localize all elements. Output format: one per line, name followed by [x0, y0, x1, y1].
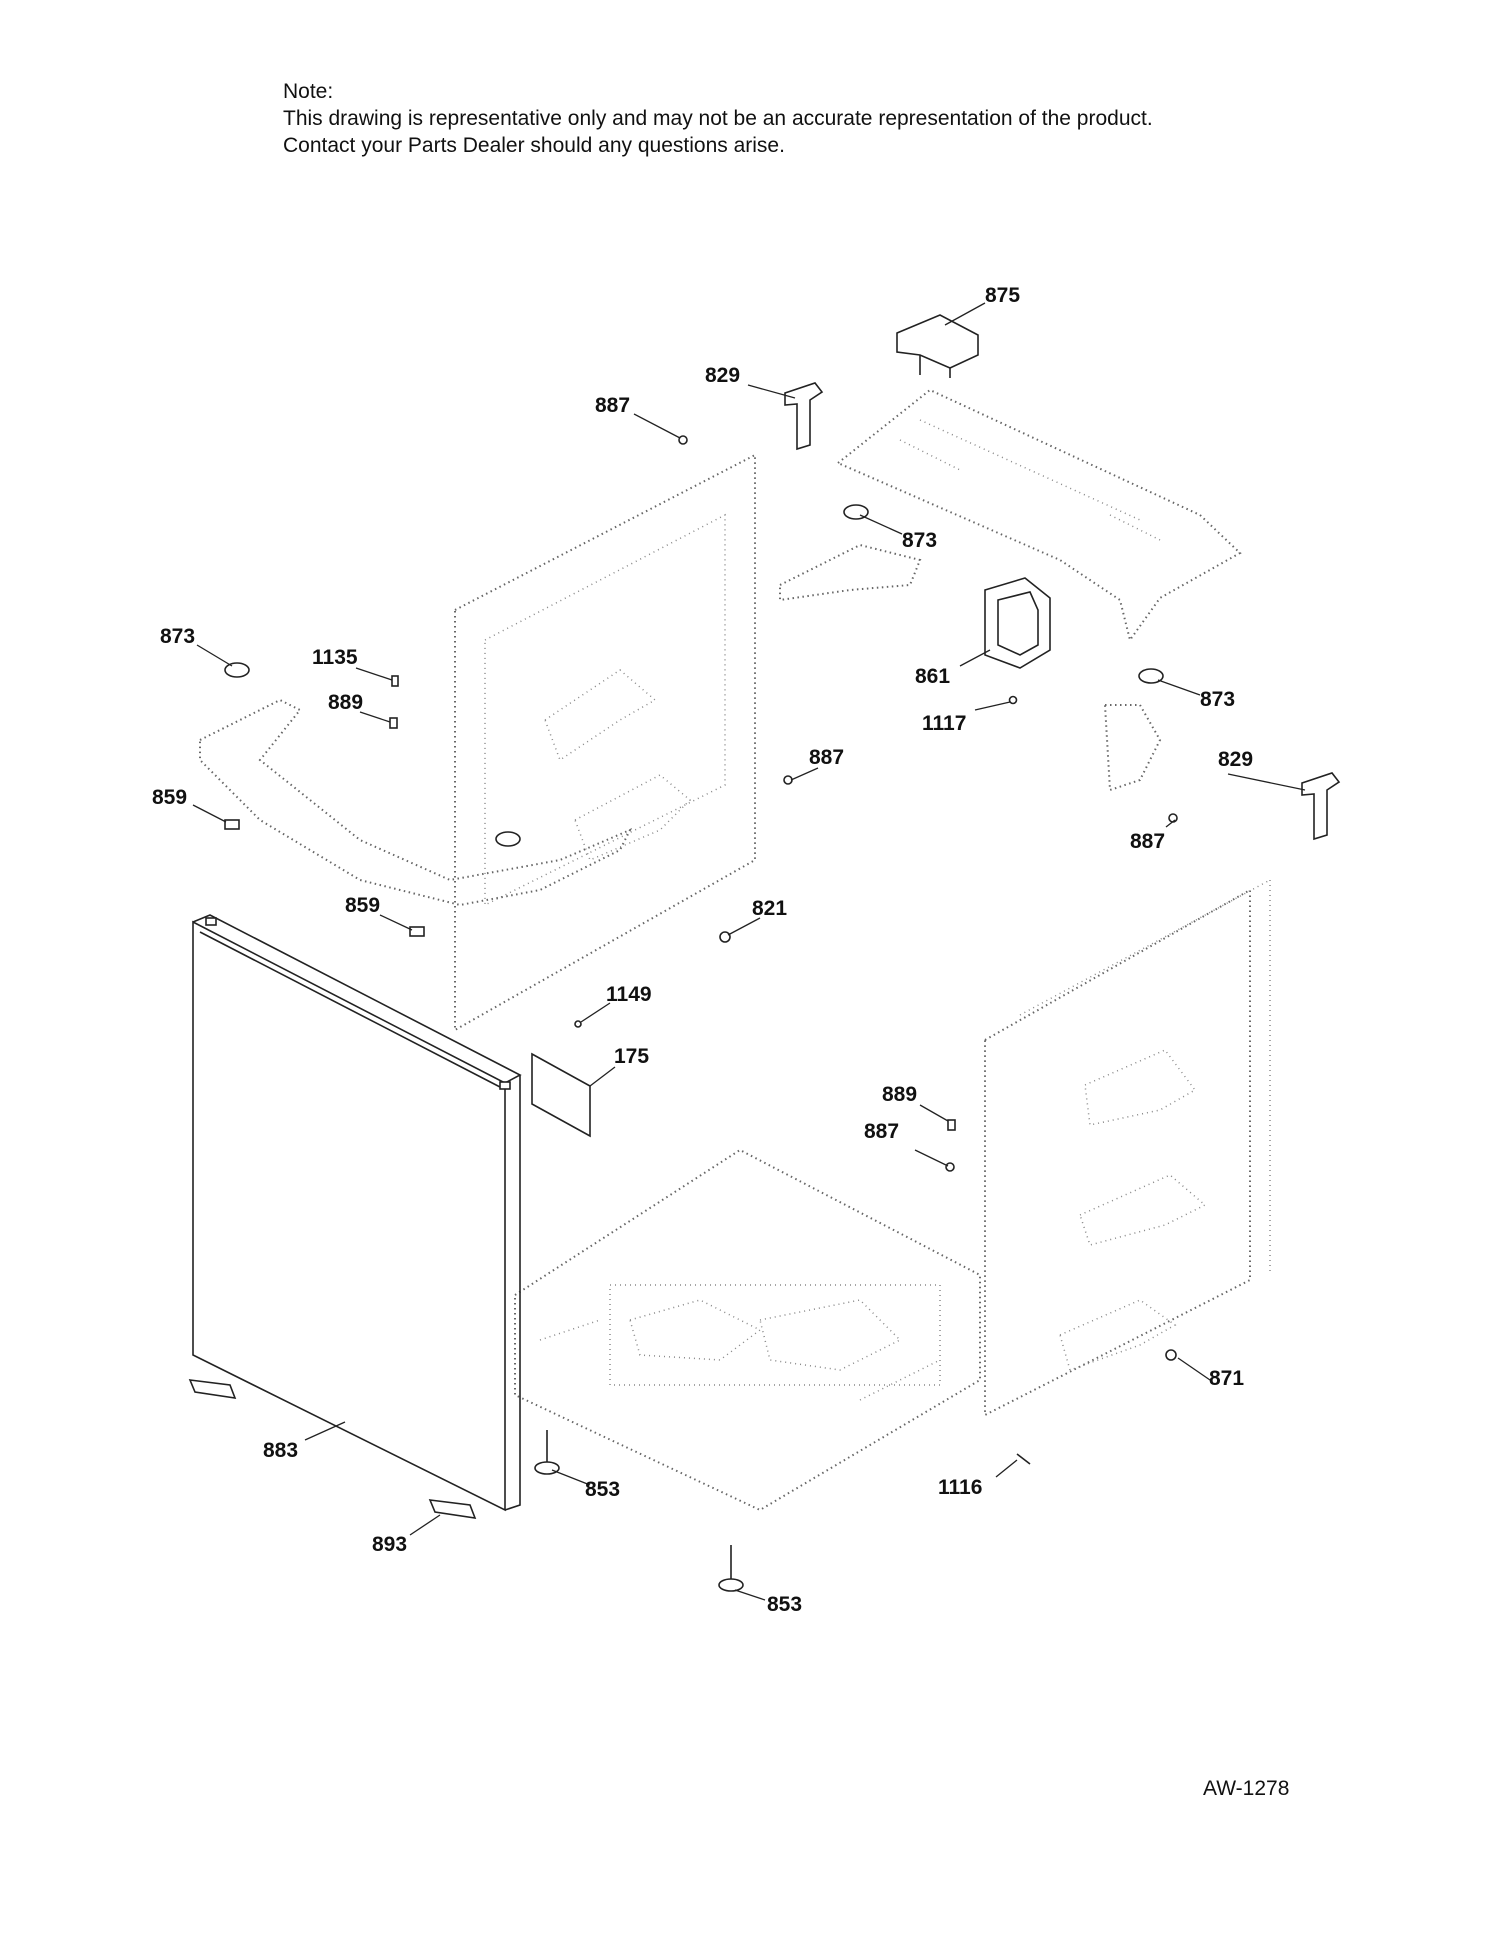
- bracket-875: [896, 314, 979, 369]
- leader-lines: [192, 302, 1306, 1601]
- callout-873-right: 873: [1200, 688, 1235, 711]
- callout-893: 893: [372, 1533, 407, 1556]
- callout-859-center: 859: [345, 894, 380, 917]
- washer-1149: [574, 1020, 582, 1028]
- callout-875: 875: [985, 284, 1020, 307]
- note-line-1: This drawing is representative only and …: [283, 107, 1153, 130]
- clip-893-bottom: [428, 1499, 477, 1519]
- callout-1117: 1117: [922, 712, 966, 735]
- nut-871: [1165, 1349, 1177, 1361]
- leveling-leg-853-b: [718, 1545, 744, 1592]
- callout-873-upper: 873: [902, 529, 937, 552]
- callout-871: 871: [1209, 1367, 1244, 1390]
- cabinet-frame: [199, 388, 1271, 1512]
- left-rear-panel-outline: [454, 453, 756, 1032]
- callout-883: 883: [263, 1439, 298, 1462]
- callout-887-top: 887: [595, 394, 630, 417]
- callout-853-upper: 853: [585, 1478, 620, 1501]
- parts: [188, 314, 1341, 1592]
- grommet-873-b: [224, 662, 250, 678]
- clip-859-a: [224, 819, 240, 830]
- grommet-873-c: [1138, 668, 1164, 684]
- screw-887-b: [783, 775, 793, 785]
- callouts: 875 829 887 873 873 1135 889 861 873 111…: [152, 284, 1253, 1616]
- screw-1117: [1008, 695, 1018, 705]
- callout-859-left: 859: [152, 786, 187, 809]
- leveling-leg-853-a: [534, 1430, 560, 1475]
- callout-853-lower: 853: [767, 1593, 802, 1616]
- base-outline: [514, 1148, 981, 1512]
- callout-1149: 1149: [606, 983, 652, 1006]
- screw-887-d: [945, 1162, 955, 1172]
- left-cross-rail-outline: [199, 698, 633, 907]
- label-175: [531, 1052, 591, 1138]
- callout-1116: 1116: [938, 1476, 982, 1499]
- callout-821: 821: [752, 897, 787, 920]
- callout-873-left: 873: [160, 625, 195, 648]
- grommet-873-d: [495, 831, 521, 847]
- clip-893-top: [188, 1379, 237, 1399]
- callout-175: 175: [614, 1045, 649, 1068]
- callout-887-lower: 887: [864, 1120, 899, 1143]
- screw-887-a: [678, 435, 688, 445]
- nut-821: [719, 931, 731, 943]
- callout-1135: 1135: [312, 646, 358, 669]
- screw-1116: [1016, 1453, 1031, 1465]
- side-panel-883: [192, 920, 506, 1512]
- disclaimer-note: Note: This drawing is representative onl…: [283, 78, 1153, 159]
- callout-887-right: 887: [1130, 830, 1165, 853]
- callout-861: 861: [915, 665, 950, 688]
- clip-889-a: [389, 717, 398, 729]
- note-line-2: Contact your Parts Dealer should any que…: [283, 134, 785, 157]
- clip-859-b: [409, 926, 425, 937]
- clip-889-b: [947, 1119, 956, 1131]
- clip-1135: [391, 675, 399, 687]
- callout-829-left: 829: [705, 364, 740, 387]
- note-heading: Note:: [283, 80, 334, 103]
- right-side-panel-outline: [984, 888, 1251, 1417]
- callout-887-mid: 887: [809, 746, 844, 769]
- callout-889-lower: 889: [882, 1083, 917, 1106]
- figure-id: AW-1278: [1203, 1777, 1290, 1800]
- bracket-829-right: [1301, 772, 1341, 841]
- callout-829-right: 829: [1218, 748, 1253, 771]
- bracket-829-left: [784, 382, 824, 451]
- callout-889-upper: 889: [328, 691, 363, 714]
